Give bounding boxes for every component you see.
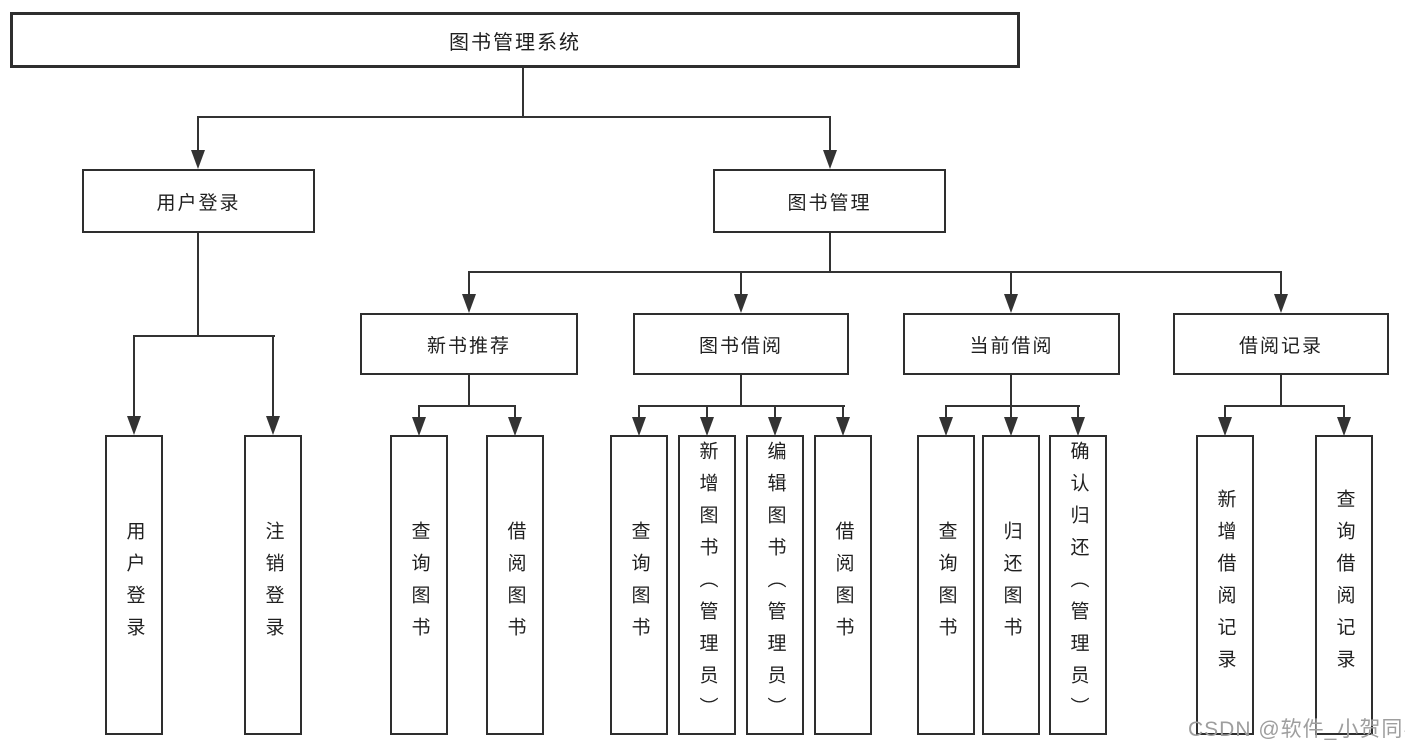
- arrow-down-icon: [266, 416, 280, 435]
- connector-line: [774, 405, 776, 417]
- connector-line: [842, 405, 844, 417]
- node-user-login: 用户登录: [82, 169, 315, 233]
- connector-line: [468, 375, 470, 407]
- connector-line: [1010, 375, 1012, 407]
- node-leaf-add-books-admin: 新增图书（管理员）: [678, 435, 736, 735]
- node-label: 图书管理: [787, 192, 872, 214]
- connector-line: [1224, 405, 1345, 407]
- arrow-down-icon: [700, 417, 714, 436]
- node-leaf-query-borrow-record: 查询借阅记录: [1315, 435, 1373, 735]
- connector-line: [945, 405, 947, 417]
- node-label: 归还图书: [1000, 521, 1022, 649]
- node-label: 借阅图书: [832, 521, 854, 649]
- arrow-down-icon: [1337, 417, 1351, 436]
- node-label: 查询图书: [408, 521, 430, 649]
- connector-line: [638, 405, 845, 407]
- node-leaf-query-books-recommend: 查询图书: [390, 435, 448, 735]
- node-leaf-edit-books-admin: 编辑图书（管理员）: [746, 435, 804, 735]
- node-book-borrowing: 图书借阅: [633, 313, 849, 375]
- arrow-down-icon: [508, 417, 522, 436]
- connector-line: [133, 335, 135, 416]
- node-label: 查询借阅记录: [1333, 489, 1355, 681]
- node-book-management: 图书管理: [713, 169, 946, 233]
- arrow-down-icon: [836, 417, 850, 436]
- arrow-down-icon: [1218, 417, 1232, 436]
- node-label: 新增图书（管理员）: [696, 441, 718, 729]
- node-label: 新增借阅记录: [1214, 489, 1236, 681]
- node-library-management-system: 图书管理系统: [10, 12, 1020, 68]
- connector-line: [1343, 405, 1345, 417]
- arrow-down-icon: [191, 150, 205, 169]
- node-borrowing-records: 借阅记录: [1173, 313, 1389, 375]
- node-label: 编辑图书（管理员）: [764, 441, 786, 729]
- arrow-down-icon: [823, 150, 837, 169]
- connector-line: [133, 335, 275, 337]
- node-leaf-query-books-borrow: 查询图书: [610, 435, 668, 735]
- connector-line: [468, 271, 470, 295]
- arrow-down-icon: [462, 294, 476, 313]
- connector-line: [418, 405, 516, 407]
- node-label: 借阅图书: [504, 521, 526, 649]
- connector-line: [829, 233, 831, 273]
- node-label: 用户登录: [123, 521, 145, 649]
- connector-line: [1077, 405, 1079, 417]
- node-label: 新书推荐: [426, 335, 511, 357]
- connector-line: [1010, 405, 1012, 417]
- node-label: 用户登录: [156, 192, 241, 214]
- arrow-down-icon: [939, 417, 953, 436]
- node-leaf-user-login: 用户登录: [105, 435, 163, 735]
- node-label: 图书管理系统: [449, 31, 581, 54]
- connector-line: [514, 405, 516, 417]
- arrow-down-icon: [1274, 294, 1288, 313]
- connector-line: [522, 68, 524, 118]
- connector-line: [740, 375, 742, 407]
- node-label: 注销登录: [262, 521, 284, 649]
- connector-line: [1280, 271, 1282, 295]
- arrow-down-icon: [1071, 417, 1085, 436]
- node-label: 图书借阅: [698, 335, 783, 357]
- node-label: 当前借阅: [969, 335, 1054, 357]
- connector-line: [272, 335, 274, 416]
- node-leaf-borrow-books-recommend: 借阅图书: [486, 435, 544, 735]
- arrow-down-icon: [412, 417, 426, 436]
- arrow-down-icon: [1004, 294, 1018, 313]
- node-leaf-borrow-books: 借阅图书: [814, 435, 872, 735]
- connector-line: [945, 405, 1080, 407]
- connector-line: [197, 116, 199, 151]
- node-leaf-return-books: 归还图书: [982, 435, 1040, 735]
- node-leaf-query-books-current: 查询图书: [917, 435, 975, 735]
- connector-line: [638, 405, 640, 417]
- node-label: 确认归还（管理员）: [1067, 441, 1089, 729]
- connector-line: [418, 405, 420, 417]
- connector-line: [740, 271, 742, 295]
- node-leaf-confirm-return-admin: 确认归还（管理员）: [1049, 435, 1107, 735]
- node-label: 查询图书: [628, 521, 650, 649]
- node-label: 借阅记录: [1238, 335, 1323, 357]
- connector-line: [1224, 405, 1226, 417]
- arrow-down-icon: [1004, 417, 1018, 436]
- node-current-borrowing: 当前借阅: [903, 313, 1120, 375]
- connector-line: [197, 116, 831, 118]
- arrow-down-icon: [768, 417, 782, 436]
- connector-line: [1010, 271, 1012, 295]
- connector-line: [706, 405, 708, 417]
- arrow-down-icon: [127, 416, 141, 435]
- connector-line: [1280, 375, 1282, 407]
- node-new-book-recommend: 新书推荐: [360, 313, 578, 375]
- connector-line: [197, 233, 199, 337]
- node-leaf-logout: 注销登录: [244, 435, 302, 735]
- csdn-watermark: CSDN @软件_小贺同学: [1188, 718, 1405, 741]
- node-leaf-add-borrow-record: 新增借阅记录: [1196, 435, 1254, 735]
- connector-line: [829, 116, 831, 151]
- connector-line: [468, 271, 1282, 273]
- arrow-down-icon: [734, 294, 748, 313]
- arrow-down-icon: [632, 417, 646, 436]
- node-label: 查询图书: [935, 521, 957, 649]
